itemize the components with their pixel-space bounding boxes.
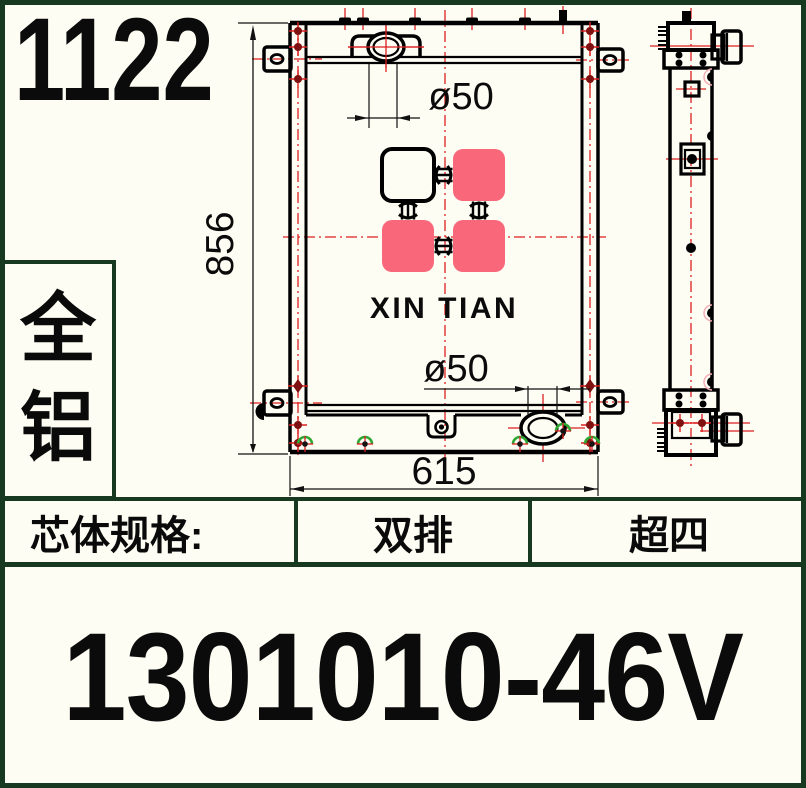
- dim-bottom-port-label: ø50: [423, 348, 488, 390]
- drawing-number: 1122: [14, 0, 214, 126]
- mounting-studs: [339, 10, 567, 24]
- logo-link-icon: [397, 200, 419, 221]
- dim-width-label: 615: [411, 450, 476, 493]
- spec-table: 芯体规格: 双排 超四: [0, 497, 806, 567]
- outlet-port: [519, 410, 567, 446]
- side-view: [650, 8, 754, 470]
- edge-notches: [703, 68, 713, 391]
- material-char-1: 全: [20, 287, 96, 373]
- logo-link-icon: [433, 164, 454, 186]
- mounting-brackets: [255, 45, 625, 420]
- logo-square-pink: [453, 149, 505, 201]
- logo: XIN TIAN: [370, 147, 518, 325]
- part-number: 1301010-46V: [62, 608, 744, 747]
- spec-row-value-cell: 双排: [298, 501, 532, 562]
- dim-height-label: 856: [199, 211, 242, 276]
- logo-square-pink: [453, 220, 505, 272]
- radiator-technical-drawing: XIN TIAN 856 615 ø50: [199, 6, 754, 496]
- dimension-height: 856: [199, 22, 288, 455]
- logo-square-pink: [382, 220, 434, 272]
- spec-label-cell: 芯体规格:: [0, 501, 298, 562]
- dimension-width: 615: [289, 450, 599, 496]
- dimension-bottom-port: ø50: [423, 348, 590, 416]
- flange-bolts: [675, 51, 707, 408]
- material-char-2: 铝: [20, 386, 96, 471]
- material-badge: 全 铝: [0, 260, 116, 500]
- logo-square-outline: [380, 147, 436, 203]
- front-view: [250, 6, 630, 466]
- logo-link-icon: [468, 200, 490, 221]
- dim-top-port-label: ø50: [428, 76, 493, 118]
- logo-link-icon: [433, 235, 454, 257]
- dimension-top-port: ø50: [347, 64, 494, 128]
- part-number-box: 1301010-46V: [0, 567, 806, 788]
- brand-text: XIN TIAN: [370, 292, 518, 325]
- spec-core-value-cell: 超四: [629, 513, 709, 558]
- filler-neck: [348, 26, 424, 68]
